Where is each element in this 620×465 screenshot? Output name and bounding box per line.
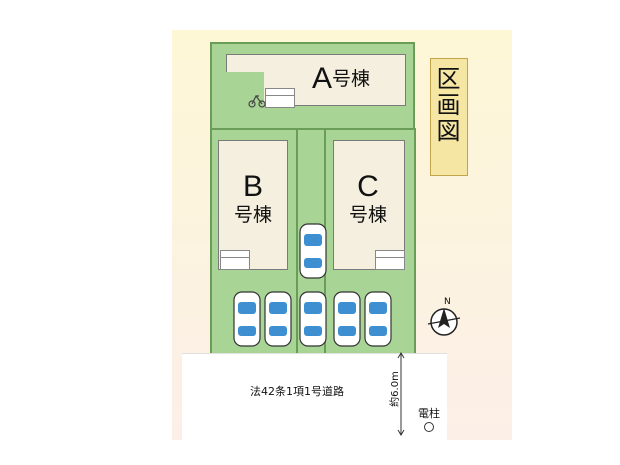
car-icon	[264, 291, 292, 347]
road	[182, 353, 447, 440]
road-width-label: 約6.0m	[389, 371, 401, 407]
building-b-letter: B	[242, 170, 263, 203]
building-b-kanji: 号棟	[233, 204, 272, 226]
building-a-entrance	[265, 88, 295, 108]
legend-box	[430, 58, 468, 176]
utility-pole-icon	[424, 422, 434, 432]
building-c-label: C 号棟	[348, 172, 388, 225]
car-icon	[299, 223, 327, 279]
car-icon	[233, 291, 261, 347]
compass-icon	[427, 308, 461, 336]
compass-north-label: N	[444, 297, 451, 307]
building-a-kanji: 号棟	[332, 68, 371, 90]
building-a-letter: A	[312, 62, 333, 95]
building-b	[218, 140, 288, 270]
building-c-letter: C	[357, 170, 379, 203]
utility-pole-label: 電柱	[418, 407, 440, 420]
road-label: 法42条1項1号道路	[250, 385, 344, 398]
car-icon	[299, 291, 327, 347]
bicycle-icon	[248, 94, 266, 108]
legend-title: 区画図	[432, 66, 460, 144]
building-c-entrance	[375, 250, 405, 270]
car-icon	[364, 291, 392, 347]
road-width-arrow	[397, 352, 405, 436]
building-b-entrance	[220, 250, 250, 270]
building-c-kanji: 号棟	[348, 204, 387, 226]
building-a-notch	[224, 72, 264, 108]
car-icon	[333, 291, 361, 347]
building-a-label: A号棟	[312, 64, 370, 94]
building-b-label: B 号棟	[233, 172, 273, 225]
building-c	[333, 140, 405, 270]
